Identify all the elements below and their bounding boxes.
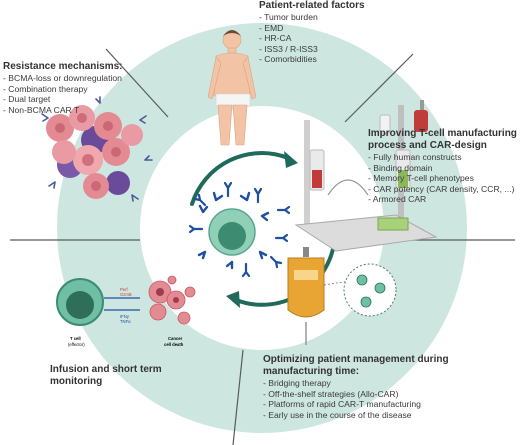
- cycle-arrowhead-bottom: [226, 291, 240, 308]
- infusion-illustration: T cell (effector) Cancer cell death Perf…: [56, 275, 196, 347]
- patient-factors-list: - Tumor burden - EMD - HR-CA - ISS3 / R-…: [259, 12, 365, 65]
- list-item: - Armored CAR: [368, 194, 427, 205]
- patient-management-title-line1: Optimizing patient management during: [263, 354, 449, 365]
- infusion-title-line1: Infusion and short term: [50, 364, 162, 375]
- list-item: - Bridging therapy: [263, 378, 331, 388]
- car-receptors: [188, 181, 291, 278]
- manufacturing-device: [294, 100, 438, 252]
- list-item: - Fully human constructs: [368, 152, 462, 162]
- cytokine-bottom-2: TNFα: [120, 319, 131, 324]
- list-item: - ISS3 / R-ISS3: [259, 43, 318, 54]
- cancer-label-line2: cell death: [164, 342, 184, 347]
- cytokine-top-1: Perf: [120, 287, 129, 292]
- tcell-label-line2: (effector): [68, 342, 85, 347]
- list-item: - Memory T-cell phenotypes: [368, 173, 474, 184]
- manufacturing-title-line1: Improving T-cell manufacturing: [368, 128, 517, 139]
- list-item: - HR-CA: [259, 33, 292, 44]
- list-item: - BCMA-loss or downregulation: [3, 73, 122, 83]
- resistance-block: Resistance mechanisms: - BCMA-loss or do…: [3, 61, 123, 115]
- list-item: - Dual target: [3, 94, 51, 105]
- manufacturing-list: - Fully human constructs - Binding domai…: [368, 152, 517, 205]
- list-item: - Combination therapy: [3, 83, 88, 94]
- infusion-title-line2: monitoring: [50, 376, 103, 387]
- cytokine-bottom-1: IFNγ: [120, 314, 130, 319]
- manufacturing-block: Improving T-cell manufacturing process a…: [368, 128, 517, 205]
- list-item: - EMD: [259, 22, 284, 33]
- patient-management-list: - Bridging therapy - Off-the-shelf strat…: [263, 378, 449, 420]
- patient-figure: [207, 30, 257, 146]
- patient-management-title-line2: manufacturing time:: [263, 366, 360, 377]
- list-item: - Comorbidities: [259, 54, 317, 65]
- list-item: - Platforms of rapid CAR-T manufacturing: [263, 399, 421, 410]
- manufacturing-title-line2: process and CAR-design: [368, 140, 487, 151]
- cancer-label-line1: Cancer: [168, 336, 183, 341]
- tcell-label-line1: T cell: [70, 336, 81, 341]
- resistance-list: - BCMA-loss or downregulation - Combinat…: [3, 73, 123, 115]
- list-item: - Binding domain: [368, 162, 433, 173]
- list-item: - Early use in the course of the disease: [263, 409, 412, 420]
- list-item: - Off-the-shelf strategies (Allo-CAR): [263, 388, 399, 399]
- patient-factors-block: Patient-related factors - Tumor burden -…: [259, 0, 365, 65]
- car-t-cell: [197, 191, 270, 270]
- list-item: - Non-BCMA CAR T: [3, 104, 80, 115]
- patient-management-block: Optimizing patient management during man…: [263, 354, 449, 420]
- list-item: - CAR potency (CAR density, CCR, ...): [368, 183, 515, 194]
- cycle-arrowhead-top: [284, 151, 298, 168]
- cytokine-top-2: GzmB: [120, 292, 132, 297]
- list-item: - Tumor burden: [259, 12, 318, 22]
- resistance-title: Resistance mechanisms:: [3, 61, 123, 72]
- infusion-bag: [287, 247, 397, 345]
- tumor-cluster: [41, 96, 153, 202]
- infusion-block: Infusion and short term monitoring: [50, 364, 162, 388]
- patient-factors-title: Patient-related factors: [259, 0, 365, 11]
